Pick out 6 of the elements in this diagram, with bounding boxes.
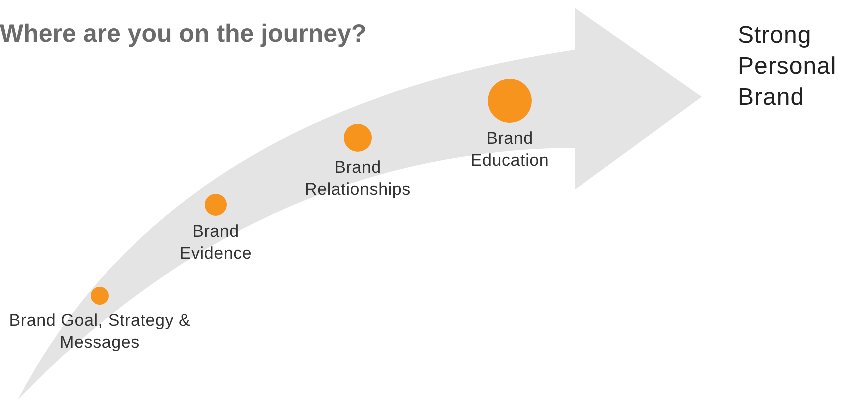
diagram-title: Where are you on the journey? xyxy=(0,20,367,49)
milestone-label: Brand Goal, Strategy & Messages xyxy=(8,310,192,354)
milestone-label: Brand Relationships xyxy=(304,157,412,201)
milestone-label: Brand Education xyxy=(470,128,550,172)
milestone-label: Brand Evidence xyxy=(178,221,254,265)
goal-label: Strong Personal Brand xyxy=(738,21,838,113)
